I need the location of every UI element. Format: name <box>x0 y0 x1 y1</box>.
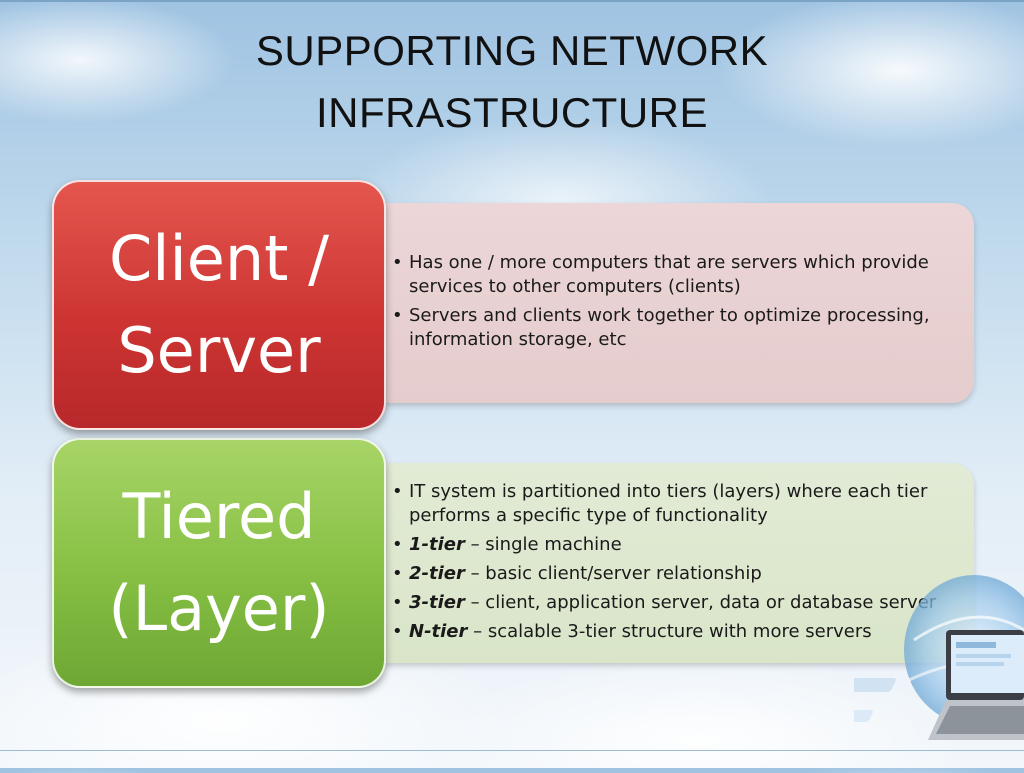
bullet-text: – basic client/server relationship <box>464 563 762 584</box>
bullet-text: – scalable 3-tier structure with more se… <box>467 621 872 642</box>
tier-keyword: 1-tier <box>409 534 465 555</box>
client-server-tile: Client / Server <box>52 180 386 430</box>
bullet-item: N-tier – scalable 3-tier structure with … <box>390 620 955 644</box>
bullet-item: 1-tier – single machine <box>390 533 955 557</box>
tier-keyword: 2-tier <box>409 563 465 584</box>
tiered-tile: Tiered (Layer) <box>52 438 386 688</box>
title-line-2: INFRASTRUCTURE <box>316 89 708 136</box>
tier-keyword: N-tier <box>409 621 468 642</box>
bullet-item: Has one / more computers that are server… <box>390 251 955 299</box>
slide-title: SUPPORTING NETWORK INFRASTRUCTURE <box>0 20 1024 144</box>
title-line-1: SUPPORTING NETWORK <box>255 27 769 74</box>
tiered-tile-line-2: (Layer) <box>108 572 330 645</box>
bottom-rule <box>0 750 1024 751</box>
tier-keyword: 3-tier <box>409 592 465 613</box>
bullet-text: Servers and clients work together to opt… <box>409 305 930 350</box>
bullet-item: 2-tier – basic client/server relationshi… <box>390 562 955 586</box>
client-server-panel <box>360 203 974 403</box>
client-server-tile-line-1: Client / <box>108 222 330 295</box>
bullet-item: 3-tier – client, application server, dat… <box>390 591 955 615</box>
laptop-icon <box>809 560 1024 768</box>
bullet-item: Servers and clients work together to opt… <box>390 304 955 352</box>
bullet-text: – client, application server, data or da… <box>464 592 937 613</box>
bullet-text: IT system is partitioned into tiers (lay… <box>409 481 928 526</box>
top-rule <box>0 0 1024 2</box>
bullet-item: IT system is partitioned into tiers (lay… <box>390 480 955 528</box>
tiered-tile-line-1: Tiered <box>122 480 316 553</box>
client-server-bullets: Has one / more computers that are server… <box>390 251 955 357</box>
bullet-text: – single machine <box>464 534 622 555</box>
client-server-tile-line-2: Server <box>117 314 321 387</box>
bullet-text: Has one / more computers that are server… <box>409 252 929 297</box>
tiered-bullets: IT system is partitioned into tiers (lay… <box>390 480 955 649</box>
